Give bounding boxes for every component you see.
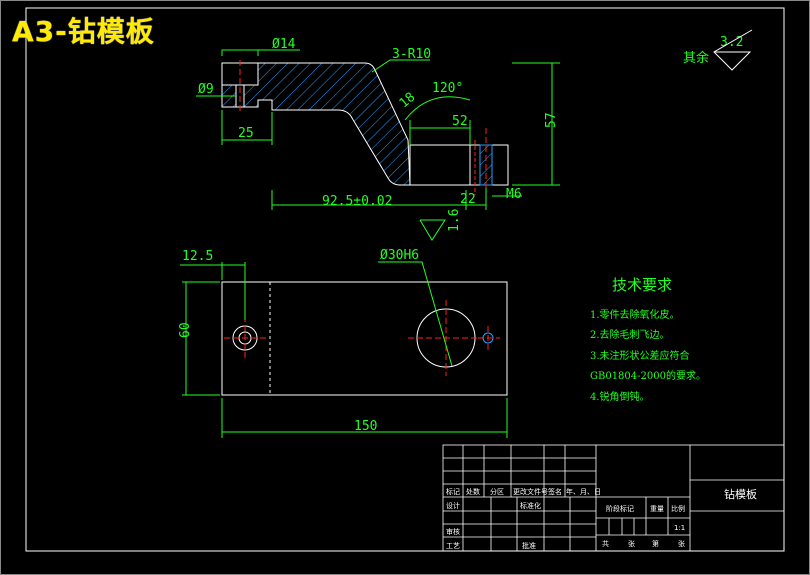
tb-sign: 签名 — [548, 487, 562, 496]
plate-outline — [221, 281, 508, 396]
drawing-border-inner — [25, 7, 785, 552]
dim-25: 25 — [238, 126, 254, 141]
dim-52: 52 — [452, 114, 468, 129]
dim-22: 22 — [460, 192, 476, 207]
tech-notes-title: 技术要求 — [612, 276, 673, 294]
part-section-hatch — [221, 62, 411, 186]
tb-design: 设计 — [446, 501, 460, 510]
dim-12-5: 12.5 — [182, 249, 213, 264]
tech-note-3: 3.未注形状公差应符合 — [590, 351, 690, 362]
tb-weight: 重量 — [650, 505, 664, 513]
dim-rough-16: 1.6 — [447, 209, 462, 232]
tb-approve: 批准 — [522, 541, 536, 550]
tb-docno: 更改文件号 — [513, 487, 548, 496]
tb-stage: 阶段标记 — [606, 504, 634, 513]
title-block — [442, 444, 785, 552]
dim-92: 92.5±0.02 — [322, 194, 392, 209]
tb-part-name: 钻模板 — [724, 487, 757, 501]
tb-sheet: 张 — [678, 539, 685, 548]
drawing-title: A3-钻模板 — [12, 15, 155, 48]
tb-total: 共 — [602, 539, 609, 548]
dim-120: 120° — [432, 81, 463, 96]
dim-d30: Ø30H6 — [380, 248, 419, 263]
tb-sheets: 张 — [628, 539, 635, 548]
tb-date: 年、月、日 — [566, 487, 601, 496]
tb-process: 工艺 — [446, 542, 460, 550]
dim-m6: M6 — [506, 187, 522, 202]
dim-57: 57 — [544, 112, 559, 128]
dim-60: 60 — [178, 322, 193, 338]
dim-18: 18 — [397, 90, 419, 112]
tb-scale: 比例 — [671, 504, 685, 513]
dim-150: 150 — [354, 419, 377, 434]
tb-count: 处数 — [466, 487, 480, 496]
dim-d14: Ø14 — [272, 37, 296, 52]
tech-note-5: 4.锐角倒钝。 — [590, 392, 650, 403]
dim-r10: 3-R10 — [392, 47, 431, 62]
tb-zone: 分区 — [490, 487, 504, 496]
roughness-label: 其余 — [683, 50, 709, 66]
tb-mark: 标记 — [446, 487, 460, 496]
section-view: Ø14 3-R10 Ø9 25 120° 18 52 57 M6 92.5±0.… — [196, 37, 560, 241]
tech-note-2: 2.去除毛刺飞边。 — [590, 330, 670, 341]
boss — [409, 144, 509, 186]
tb-std: 标准化 — [520, 501, 541, 510]
tech-note-4: GB01804-2000的要求。 — [590, 371, 706, 382]
plan-view: 12.5 Ø30H6 60 150 — [178, 248, 508, 438]
tb-review: 审核 — [446, 527, 460, 536]
tech-note-1: 1.零件去除氧化皮。 — [590, 310, 680, 321]
dim-d9: Ø9 — [198, 82, 214, 97]
roughness-symbol — [713, 29, 753, 71]
tb-scale-value: 1:1 — [674, 524, 685, 532]
tb-page: 第 — [652, 539, 659, 548]
